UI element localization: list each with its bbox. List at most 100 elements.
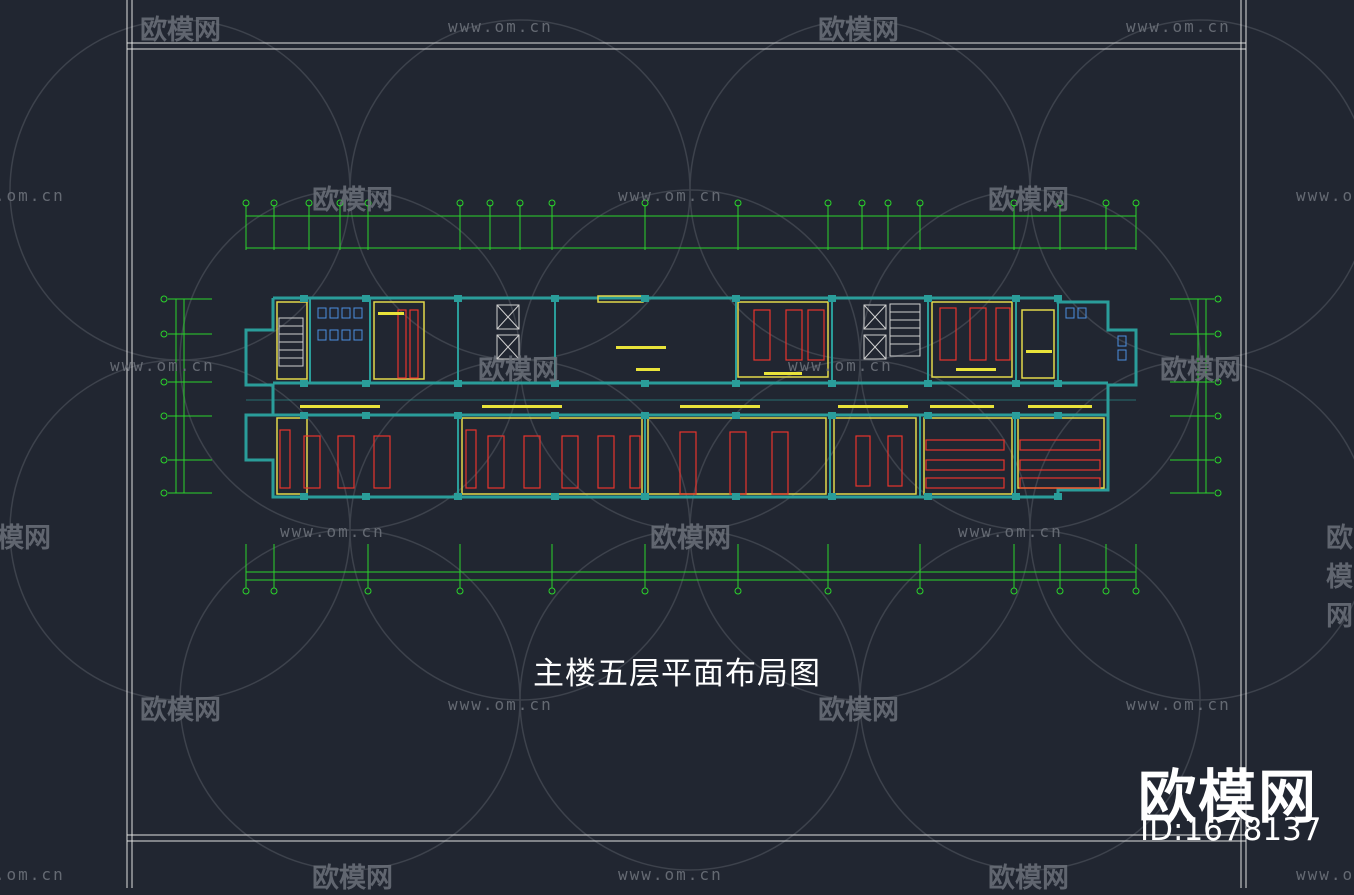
- axis-bubble: [1132, 199, 1140, 207]
- axis-bubble: [160, 412, 168, 420]
- column-block: [732, 412, 740, 419]
- column-block: [732, 493, 740, 500]
- watermark-url: www.om.cn: [0, 186, 65, 205]
- watermark-url: www.om.cn: [788, 356, 893, 375]
- watermark-url: www.om.cn: [958, 522, 1063, 541]
- column-block: [362, 295, 370, 302]
- axis-bubble: [884, 199, 892, 207]
- column-block: [1054, 493, 1062, 500]
- axis-grid-right: [1170, 295, 1222, 497]
- watermark-logo-text: 欧模网: [818, 695, 899, 726]
- brand-logo-text: 欧模网: [1138, 763, 1319, 831]
- column-block: [362, 493, 370, 500]
- axis-bubble: [305, 199, 313, 207]
- axis-bubble: [270, 587, 278, 595]
- axis-grid-bottom: [242, 544, 1140, 595]
- axis-bubble: [486, 199, 494, 207]
- axis-bubble: [1102, 199, 1110, 207]
- column-block: [362, 380, 370, 387]
- watermark-url: www.om.cn: [1126, 17, 1231, 36]
- column-block: [454, 412, 462, 419]
- column-block: [454, 380, 462, 387]
- floor-plan: [244, 295, 1138, 500]
- axis-bubble: [641, 199, 649, 207]
- axis-bubble: [1214, 412, 1222, 420]
- axis-grid-top: [242, 199, 1140, 250]
- axis-bubble: [1214, 330, 1222, 338]
- axis-bubble: [734, 199, 742, 207]
- axis-bubble: [242, 587, 250, 595]
- axis-bubble: [364, 199, 372, 207]
- column-block: [1012, 295, 1020, 302]
- column-block: [551, 380, 559, 387]
- column-block: [1012, 412, 1020, 419]
- watermark-logo-text: 欧模网: [988, 863, 1069, 894]
- axis-bubble: [1214, 456, 1222, 464]
- axis-bubble: [270, 199, 278, 207]
- axis-bubble: [1102, 587, 1110, 595]
- restroom-fixtures: [317, 307, 1127, 361]
- axis-bubble: [456, 587, 464, 595]
- axis-bubble: [824, 587, 832, 595]
- column-block: [454, 295, 462, 302]
- room-partitions: [309, 298, 1059, 497]
- axis-bubble: [160, 295, 168, 303]
- axis-bubble: [242, 199, 250, 207]
- watermark-circles: [9, 19, 1354, 871]
- column-block: [732, 380, 740, 387]
- axis-bubble: [1214, 489, 1222, 497]
- axis-bubble: [516, 199, 524, 207]
- watermark-url: www.om.cn: [110, 356, 215, 375]
- sheet-frame: [126, 0, 1247, 888]
- outer-walls: [244, 296, 1138, 499]
- column-block: [641, 493, 649, 500]
- axis-bubble: [160, 456, 168, 464]
- watermark-logo-text: 欧模网: [650, 523, 731, 554]
- column-block: [924, 380, 932, 387]
- axis-bubble: [1056, 587, 1064, 595]
- axis-bubble: [916, 587, 924, 595]
- structural-columns: [300, 295, 1062, 500]
- watermark-logo-text: 欧模网: [818, 15, 899, 46]
- watermark-url: www.om.cn: [618, 865, 723, 884]
- axis-bubble: [364, 587, 372, 595]
- column-block: [1054, 412, 1062, 419]
- column-block: [300, 380, 308, 387]
- axis-bubble: [548, 199, 556, 207]
- column-block: [924, 295, 932, 302]
- axis-bubble: [1010, 587, 1018, 595]
- axis-bubble: [336, 199, 344, 207]
- watermark-logo-text: 欧模网: [140, 695, 221, 726]
- watermark-url: www.om.cn: [280, 522, 385, 541]
- watermark-logo-text: 欧模网: [1160, 355, 1241, 386]
- axis-bubble: [160, 330, 168, 338]
- axis-grid-left: [160, 295, 212, 497]
- watermark-url: www.om.cn: [0, 865, 65, 884]
- lab-benches: [279, 307, 1101, 495]
- watermark-url: www.om.cn: [1296, 865, 1354, 884]
- axis-bubble: [456, 199, 464, 207]
- axis-bubble: [916, 199, 924, 207]
- watermark-url: www.om.cn: [1126, 695, 1231, 714]
- column-block: [924, 493, 932, 500]
- column-block: [828, 412, 836, 419]
- watermark-url: www.om.cn: [618, 186, 723, 205]
- axis-bubble: [1132, 587, 1140, 595]
- watermark-url: www.om.cn: [1296, 186, 1354, 205]
- column-block: [551, 412, 559, 419]
- column-block: [641, 295, 649, 302]
- drawing-title: 主楼五层平面布局图: [533, 656, 821, 692]
- axis-bubble: [1010, 199, 1018, 207]
- column-block: [924, 412, 932, 419]
- axis-bubble: [1214, 378, 1222, 386]
- watermark-url: www.om.cn: [448, 17, 553, 36]
- axis-bubble: [641, 587, 649, 595]
- column-block: [362, 412, 370, 419]
- axis-bubble: [160, 489, 168, 497]
- column-block: [828, 493, 836, 500]
- column-block: [641, 380, 649, 387]
- stairs-elevators: [278, 303, 921, 367]
- column-block: [1012, 380, 1020, 387]
- column-block: [1012, 493, 1020, 500]
